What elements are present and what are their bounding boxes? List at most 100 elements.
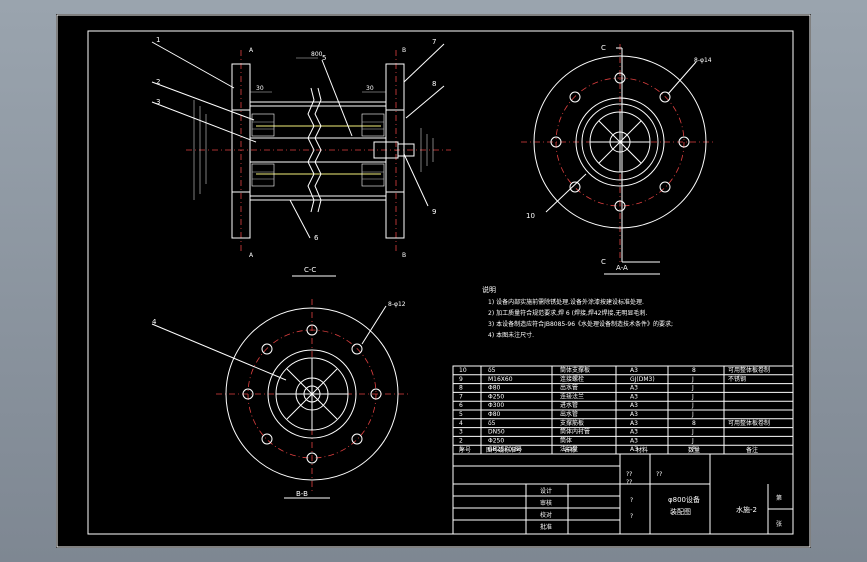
bom-cell-qty: J — [691, 429, 694, 436]
aa-hole-note: 8-φ14 — [694, 57, 712, 64]
section-view-cc: 30 30 800 A A B B 1 2 3 5 — [151, 36, 451, 277]
view-label-aa: A-A — [616, 264, 628, 272]
callout-2: 2 — [156, 78, 160, 86]
bom-cell-mat: A3 — [630, 420, 638, 427]
notes-title: 说明 — [482, 285, 496, 294]
tb-q3: ?? — [656, 471, 662, 478]
bom-cell-qty: J — [691, 402, 694, 409]
bom-cell-no: 9 — [459, 376, 463, 383]
bom-cell-name: 支撑筋板 — [560, 419, 584, 427]
bom-cell-qty: 8 — [692, 420, 696, 427]
tb-q1: ?? — [626, 471, 632, 478]
bom-cell-no: 8 — [459, 385, 463, 392]
callout-9: 9 — [432, 208, 436, 216]
tb-role-2: 审核 — [540, 499, 552, 507]
bom-cell-mat: GJ(DM3) — [630, 376, 655, 383]
callout-5: 5 — [322, 54, 326, 62]
bom-cell-name: 连接螺栓 — [560, 375, 584, 383]
bom-cell-name: 筒体内衬管 — [560, 428, 590, 436]
bom-cell-code: GB2570-86 — [488, 446, 522, 453]
bom-cell-no: 2 — [459, 437, 463, 444]
tb-title-1: φ800设备 — [668, 495, 700, 504]
bb-spokes — [276, 358, 348, 430]
bom-cell-mat: A3 — [630, 411, 638, 418]
bom-cell-note: 可用整体板卷制 — [728, 419, 770, 427]
section-view-bb: 4 8-φ12 B-B — [151, 299, 408, 499]
bom-header-qty: 数量 — [688, 446, 700, 454]
aa-bolt-holes — [550, 72, 690, 212]
bom-cell-note: 可用整体板卷制 — [728, 366, 770, 374]
bom-cell-qty: J — [691, 376, 694, 383]
aa-mark-bottom: C — [601, 258, 606, 266]
bom-cell-name: 筒体支撑板 — [560, 366, 590, 374]
bom-cell-name: 法兰盘 — [560, 445, 578, 453]
bom-cell-code: Φ300 — [488, 402, 504, 409]
section-view-aa: C C 8-φ14 10 A-A — [521, 44, 716, 275]
bom-cell-no: 10 — [459, 367, 467, 374]
bom-cell-mat: A3 — [630, 429, 638, 436]
right-flange-lower — [385, 191, 405, 239]
tb-q5: ? — [630, 513, 633, 520]
note-4: 4) 本图未注尺寸. — [488, 331, 534, 339]
cc-mark-a-bottom: A — [249, 252, 254, 259]
tb-page-label: 第 — [776, 494, 782, 502]
left-flange-lower — [231, 191, 251, 239]
drawing-canvas: 30 30 800 A A B B 1 2 3 5 — [56, 14, 811, 548]
tb-role-1: 设计 — [540, 487, 552, 495]
bom-cell-code: Φ250 — [488, 393, 504, 400]
bom-cell-name: 出水管 — [560, 410, 578, 418]
bom-cell-no: 7 — [459, 393, 463, 400]
outer-border — [56, 14, 811, 548]
dim-800: 800 — [311, 51, 323, 58]
bom-cell-note: 不锈钢 — [728, 375, 746, 383]
right-flange-upper — [385, 63, 405, 111]
view-label-cc: C-C — [304, 266, 316, 274]
callout-3: 3 — [156, 98, 160, 106]
tb-role-3: 校对 — [540, 511, 552, 519]
bom-cell-qty: P — [692, 446, 696, 453]
drawing-sheet[interactable]: 30 30 800 A A B B 1 2 3 5 — [56, 14, 811, 548]
aa-spokes — [590, 112, 650, 172]
bom-cell-code: δ5 — [488, 420, 496, 427]
callout-7: 7 — [432, 38, 436, 46]
dim-30-left: 30 — [256, 85, 264, 92]
callout-8: 8 — [432, 80, 436, 88]
bom-header-code: 图号或标准号 — [486, 446, 522, 454]
bom-cell-code: Φ250 — [488, 437, 504, 444]
bb-hole-note: 8-φ12 — [388, 301, 406, 308]
bom-header-name: 名称 — [564, 446, 576, 454]
tb-q2: ?? — [626, 479, 632, 486]
bom-cell-name: 进水管 — [560, 401, 578, 409]
title-block: ?? ?? ?? ? ? φ800设备 装配图 水施-2 第 张 设计 审核 校… — [452, 453, 794, 535]
cc-mark-b-top: B — [402, 47, 406, 54]
bom-cell-qty: J — [691, 393, 694, 400]
bom-cell-no: 5 — [459, 411, 463, 418]
cc-mark-b-bottom: B — [402, 252, 406, 259]
bom-cell-code: Φ80 — [488, 411, 501, 418]
note-1: 1) 设备内部实施前需除锈处理,设备外涂漆按建设标准处理. — [488, 298, 644, 306]
aa-mark-top: C — [601, 44, 606, 52]
bom-cell-qty: 8 — [692, 367, 696, 374]
bom-cell-code: DN50 — [488, 429, 505, 436]
tb-q4: ? — [630, 497, 633, 504]
bom-cell-code: Φ80 — [488, 385, 501, 392]
view-label-bb: B-B — [296, 490, 308, 498]
bom-cell-mat: A3 — [630, 402, 638, 409]
bom-header-no: 序号 — [459, 446, 471, 454]
bom-cell-code: δ5 — [488, 367, 496, 374]
bom-cell-mat: A3 — [630, 393, 638, 400]
bom-cell-name: 连接法兰 — [560, 392, 584, 400]
tb-title-2: 装配图 — [670, 507, 691, 516]
bb-bolt-holes — [242, 324, 382, 464]
bom-cell-no: 4 — [459, 420, 463, 427]
bom-cell-name: 出水管 — [560, 384, 578, 392]
callout-6: 6 — [314, 234, 319, 242]
bom-header-note: 备注 — [746, 446, 758, 454]
cc-mark-a-top: A — [249, 47, 254, 54]
inner-border — [87, 30, 794, 535]
tb-drawing-no: 水施-2 — [736, 505, 757, 514]
bom-cell-no: 3 — [459, 429, 463, 436]
aa-callout-10: 10 — [526, 212, 535, 220]
